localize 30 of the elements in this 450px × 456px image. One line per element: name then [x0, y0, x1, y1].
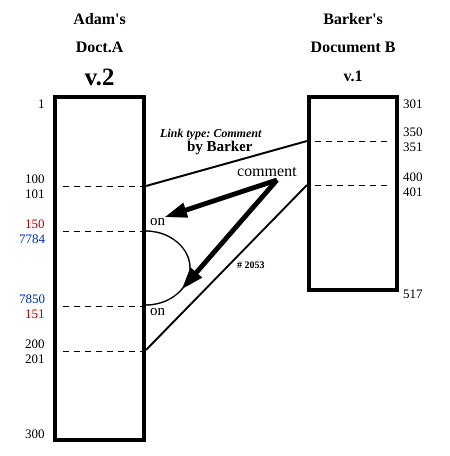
line-number: 351: [403, 140, 422, 152]
line-number: 300: [25, 426, 44, 440]
line-number: 301: [403, 96, 422, 110]
link-line: [145, 184, 308, 351]
line-number: 100: [25, 172, 44, 184]
link-type-label: Link type: Comment: [160, 127, 262, 139]
anchor-label: on: [150, 214, 165, 229]
document-title: Adam's Doct.A: [72, 10, 127, 58]
line-number: 401: [403, 184, 422, 198]
arrow: [165, 178, 278, 218]
line-number: 1: [38, 96, 44, 110]
anchor-label: on: [150, 304, 165, 319]
arrow: [182, 178, 279, 289]
version-label: v.1: [342, 67, 364, 87]
line-number: 101: [25, 186, 44, 200]
version-label: v.2: [84, 64, 116, 92]
line-number: 200: [25, 336, 44, 350]
link-line: [146, 140, 308, 187]
arc-curve: [145, 229, 192, 307]
line-number: 7850: [19, 292, 45, 304]
line-number: 150: [25, 216, 44, 230]
author-label: by Barker: [187, 140, 252, 155]
line-number: 400: [403, 170, 422, 182]
line-number: 517: [403, 286, 422, 300]
link-number: # 2053: [237, 261, 264, 271]
line-number: 7784: [19, 232, 45, 244]
comment-label: comment: [237, 164, 297, 180]
line-number: 201: [25, 352, 44, 364]
line-number: 350: [403, 124, 422, 138]
line-number: 151: [25, 306, 44, 320]
